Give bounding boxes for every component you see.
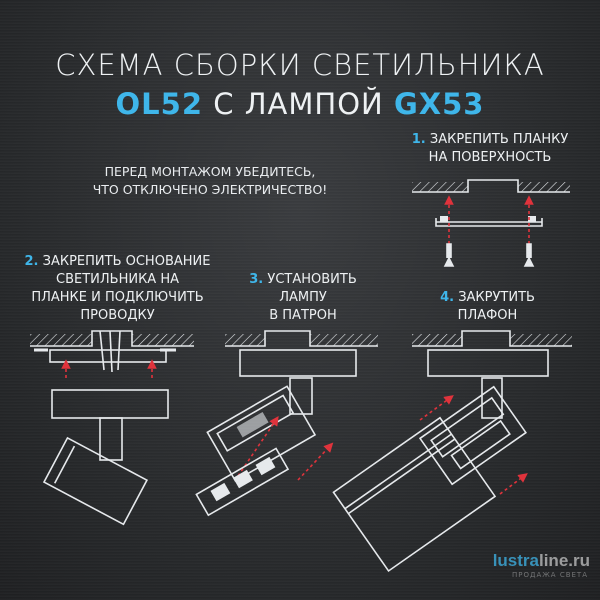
step-3-line1: УСТАНОВИТЬ <box>267 272 357 287</box>
step-4-caption: 4. ЗАКРУТИТЬ ПЛАФОН <box>420 289 555 325</box>
step-2-line4: ПРОВОДКУ <box>80 308 155 323</box>
step-1-number: 1. <box>411 132 426 147</box>
step-2-caption: 2. ЗАКРЕПИТЬ ОСНОВАНИЕ СВЕТИЛЬНИКА НА ПЛ… <box>15 253 220 325</box>
step-4-line2: ПЛАФОН <box>457 308 518 323</box>
step-4-diagram <box>332 330 572 573</box>
step-1-diagram <box>412 179 570 267</box>
step-2-line1: ЗАКРЕПИТЬ ОСНОВАНИЕ <box>42 254 211 269</box>
safety-note: ПЕРЕД МОНТАЖОМ УБЕДИТЕСЬ, ЧТО ОТКЛЮЧЕНО … <box>90 163 330 199</box>
safety-note-line1: ПЕРЕД МОНТАЖОМ УБЕДИТЕСЬ, <box>104 164 316 179</box>
step-3-diagram <box>195 330 378 517</box>
title-middle-text: С ЛАМПОЙ <box>203 87 394 121</box>
diagram-title-line1: СХЕМА СБОРКИ СВЕТИЛЬНИКА <box>55 48 545 82</box>
step-3-number: 3. <box>249 272 264 287</box>
step-4-line1: ЗАКРУТИТЬ <box>458 290 535 305</box>
watermark-brand-a: lustra <box>492 551 539 570</box>
step-1-line1: ЗАКРЕПИТЬ ПЛАНКУ <box>429 132 569 147</box>
watermark-brand-b: line.ru <box>538 551 590 570</box>
step-3-line2: ЛАМПУ <box>279 290 327 305</box>
step-2-line2: СВЕТИЛЬНИКА НА <box>56 272 179 287</box>
step-2-number: 2. <box>24 254 39 269</box>
step-2-diagram <box>30 330 194 526</box>
model-name: OL52 <box>115 87 204 121</box>
watermark-tagline: ПРОДАЖА СВЕТА <box>512 571 588 579</box>
lamp-type: GX53 <box>393 87 485 121</box>
safety-note-line2: ЧТО ОТКЛЮЧЕНО ЭЛЕКТРИЧЕСТВО! <box>92 182 328 197</box>
diagram-title-line2: OL52 С ЛАМПОЙ GX53 <box>0 87 600 121</box>
step-3-caption: 3. УСТАНОВИТЬ ЛАМПУ В ПАТРОН <box>233 271 373 325</box>
step-2-line3: ПЛАНКЕ И ПОДКЛЮЧИТЬ <box>31 290 204 305</box>
step-1-caption: 1. ЗАКРЕПИТЬ ПЛАНКУ НА ПОВЕРХНОСТЬ <box>405 131 575 167</box>
step-4-number: 4. <box>440 290 455 305</box>
step-3-line3: В ПАТРОН <box>269 308 337 323</box>
watermark-logo: lustraline.ru <box>493 551 590 571</box>
step-1-line2: НА ПОВЕРХНОСТЬ <box>428 150 552 165</box>
